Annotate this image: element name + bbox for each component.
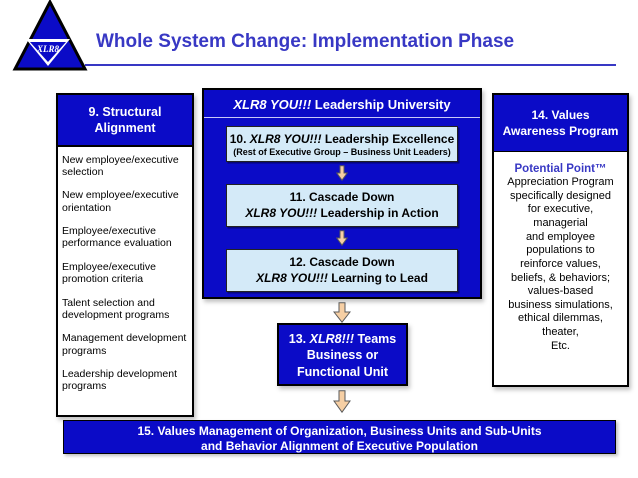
university-title-italic: XLR8 YOU!!! xyxy=(233,97,312,112)
list-item: New employee/executive selection xyxy=(62,153,179,178)
values-title-line1: 14. Values xyxy=(531,108,590,122)
box10-title-line: 10. XLR8 YOU!!! Leadership Excellence xyxy=(227,132,457,146)
list-item: Employee/executive promotion criteria xyxy=(62,260,156,286)
box10-number: 10. xyxy=(229,132,250,146)
box12-line1: 12. Cascade Down xyxy=(289,255,395,270)
box13-number: 13. xyxy=(288,332,310,346)
xlr8-logo: XLR8 xyxy=(6,0,92,72)
box15-line2: and Behavior Alignment of Executive Popu… xyxy=(201,439,478,454)
box13-line1: 13. XLR8!!! Teams xyxy=(279,331,406,347)
box10-subtitle: (Rest of Executive Group – Business Unit… xyxy=(233,147,451,157)
box10-rest: Leadership Excellence xyxy=(321,132,455,146)
page-title: Whole System Change: Implementation Phas… xyxy=(96,31,515,52)
xlr8-triangle-icon: XLR8 xyxy=(12,0,88,71)
box11-line1: 11. Cascade Down xyxy=(289,190,395,204)
structural-alignment-box: 9. Structural Alignment New employee/exe… xyxy=(56,93,194,417)
structural-title-line1: 9. Structural xyxy=(88,105,162,119)
box13-italic: XLR8!!! xyxy=(309,332,355,346)
list-item: New employee/executive orientation xyxy=(62,189,179,214)
box13-line2: Business or xyxy=(306,348,379,363)
down-arrow-icon xyxy=(336,230,348,247)
list-item: Employee/executive performance evaluatio… xyxy=(62,225,172,250)
list-item: Management development programs xyxy=(62,332,187,357)
box12-italic: XLR8 YOU!!! xyxy=(256,270,328,285)
list-item: Leadership development programs xyxy=(62,368,177,393)
box-15-values-management: 15. Values Management of Organization, B… xyxy=(63,420,616,454)
box-12-learning-to-lead: 12. Cascade Down XLR8 YOU!!! Learning to… xyxy=(226,249,458,293)
leadership-university-box: XLR8 YOU!!! Leadership University 10. XL… xyxy=(202,88,482,299)
values-awareness-body: Potential Point™ Appreciation Program sp… xyxy=(494,152,627,353)
box11-rest: Leadership in Action xyxy=(317,205,439,220)
arrow-slot xyxy=(204,230,480,247)
values-body-text: Appreciation Program specifically design… xyxy=(507,176,614,352)
arrow-teams-to-values-management xyxy=(333,390,351,413)
university-title-rest: Leadership University xyxy=(311,97,451,112)
values-awareness-header: 14. Values Awareness Program xyxy=(494,95,627,153)
arrow-university-to-teams xyxy=(333,302,351,323)
box13-rest: Teams xyxy=(354,332,397,346)
box11-line2: XLR8 YOU!!! Leadership in Action xyxy=(227,206,457,222)
box-11-cascade-down: 11. Cascade Down XLR8 YOU!!! Leadership … xyxy=(226,184,458,228)
potential-point-brand: Potential Point™ xyxy=(514,163,607,176)
logo-text: XLR8 xyxy=(36,44,60,54)
box15-line1: 15. Values Management of Organization, B… xyxy=(137,424,542,438)
down-arrow-icon xyxy=(333,390,351,413)
box10-italic: XLR8 YOU!!! xyxy=(249,132,322,146)
box13-line3: Functional Unit xyxy=(297,364,388,379)
box12-rest: Learning to Lead xyxy=(327,270,428,285)
box-10-leadership-excellence: 10. XLR8 YOU!!! Leadership Excellence (R… xyxy=(226,126,458,162)
values-awareness-box: 14. Values Awareness Program Potential P… xyxy=(492,93,629,387)
box12-line2: XLR8 YOU!!! Learning to Lead xyxy=(227,271,457,287)
structural-alignment-header: 9. Structural Alignment xyxy=(58,95,192,147)
leadership-university-title: XLR8 YOU!!! Leadership University xyxy=(204,90,480,118)
structural-title-line2: Alignment xyxy=(94,121,156,136)
arrow-slot xyxy=(204,165,480,181)
down-arrow-icon xyxy=(336,165,348,181)
down-arrow-icon xyxy=(333,302,351,323)
list-item: Talent selection and development program… xyxy=(62,296,170,321)
box11-italic: XLR8 YOU!!! xyxy=(245,205,318,220)
box-13-xlr8-teams: 13. XLR8!!! Teams Business or Functional… xyxy=(277,323,408,386)
title-underline xyxy=(85,64,616,66)
values-title-line2: Awareness Program xyxy=(502,123,619,138)
